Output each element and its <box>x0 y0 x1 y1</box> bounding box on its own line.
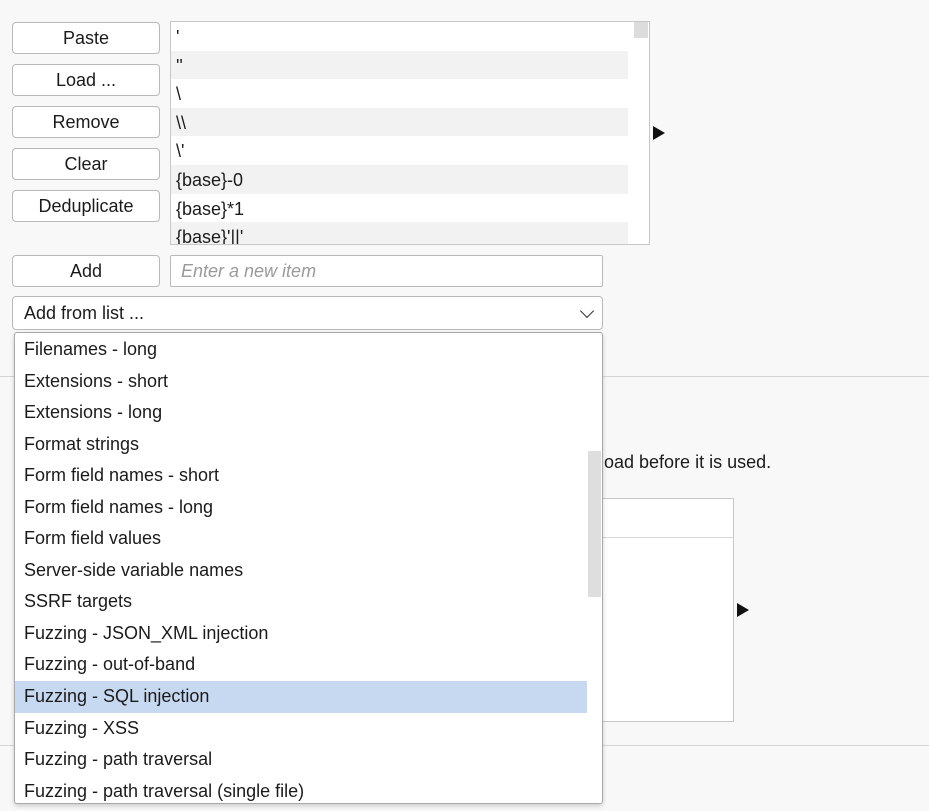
dropdown-option[interactable]: Form field names - long <box>24 496 214 517</box>
list-item[interactable]: '' <box>171 50 628 80</box>
list-item[interactable]: {base}'||' <box>171 222 628 244</box>
dropdown-option[interactable]: Fuzzing - XSS <box>24 717 140 738</box>
dropdown-option[interactable]: SSRF targets <box>24 591 133 612</box>
dropdown-option[interactable]: Fuzzing - JSON_XML injection <box>24 622 269 643</box>
scrollbar-thumb[interactable] <box>634 22 648 38</box>
add-from-list-dropdown[interactable]: Filenames - long Extensions - short Exte… <box>14 332 603 804</box>
dropdown-option[interactable]: Fuzzing - path traversal <box>24 749 213 770</box>
select-value: Add from list ... <box>24 303 145 323</box>
add-button[interactable]: Add <box>12 255 160 287</box>
table-header <box>591 499 733 538</box>
dropdown-option[interactable]: Extensions - long <box>24 402 163 423</box>
triangle-right-icon[interactable] <box>653 126 665 140</box>
triangle-right-icon[interactable] <box>737 603 749 617</box>
clear-button[interactable]: Clear <box>12 148 160 180</box>
deduplicate-button[interactable]: Deduplicate <box>12 190 160 222</box>
processing-rules-table[interactable] <box>590 498 734 722</box>
payload-list-scrollbar[interactable] <box>633 22 649 244</box>
dropdown-scrollbar[interactable] <box>587 333 602 803</box>
list-item[interactable]: ' <box>176 27 180 47</box>
payload-list[interactable]: ' '' \ \\ \' {base}-0 {base}*1 {base}'||… <box>170 21 650 245</box>
paste-button[interactable]: Paste <box>12 22 160 54</box>
dropdown-option[interactable]: Form field values <box>24 528 162 549</box>
new-item-input[interactable] <box>170 255 603 287</box>
chevron-down-icon <box>579 303 595 319</box>
dropdown-option[interactable]: Format strings <box>24 433 140 454</box>
list-item[interactable]: \ <box>176 84 182 105</box>
dropdown-option[interactable]: Server-side variable names <box>24 559 244 580</box>
list-item[interactable]: \\ <box>171 107 628 137</box>
dropdown-option[interactable]: Form field names - short <box>24 465 220 486</box>
dropdown-option[interactable]: Extensions - short <box>24 370 169 391</box>
section-description: load before it is used. <box>600 452 772 472</box>
dropdown-option-selected[interactable]: Fuzzing - SQL injection <box>15 681 587 713</box>
dropdown-option[interactable]: Fuzzing - out-of-band <box>24 654 196 675</box>
load-button[interactable]: Load ... <box>12 64 160 96</box>
dropdown-option[interactable]: Fuzzing - path traversal (single file) <box>24 780 305 801</box>
add-from-list-select[interactable]: Add from list ... <box>12 296 603 330</box>
list-item[interactable]: {base}*1 <box>176 198 245 219</box>
dropdown-option[interactable]: Filenames - long <box>24 339 158 359</box>
list-item[interactable]: {base}-0 <box>171 164 628 194</box>
remove-button[interactable]: Remove <box>12 106 160 138</box>
list-item[interactable]: \' <box>176 141 185 162</box>
scrollbar-thumb[interactable] <box>588 451 601 597</box>
